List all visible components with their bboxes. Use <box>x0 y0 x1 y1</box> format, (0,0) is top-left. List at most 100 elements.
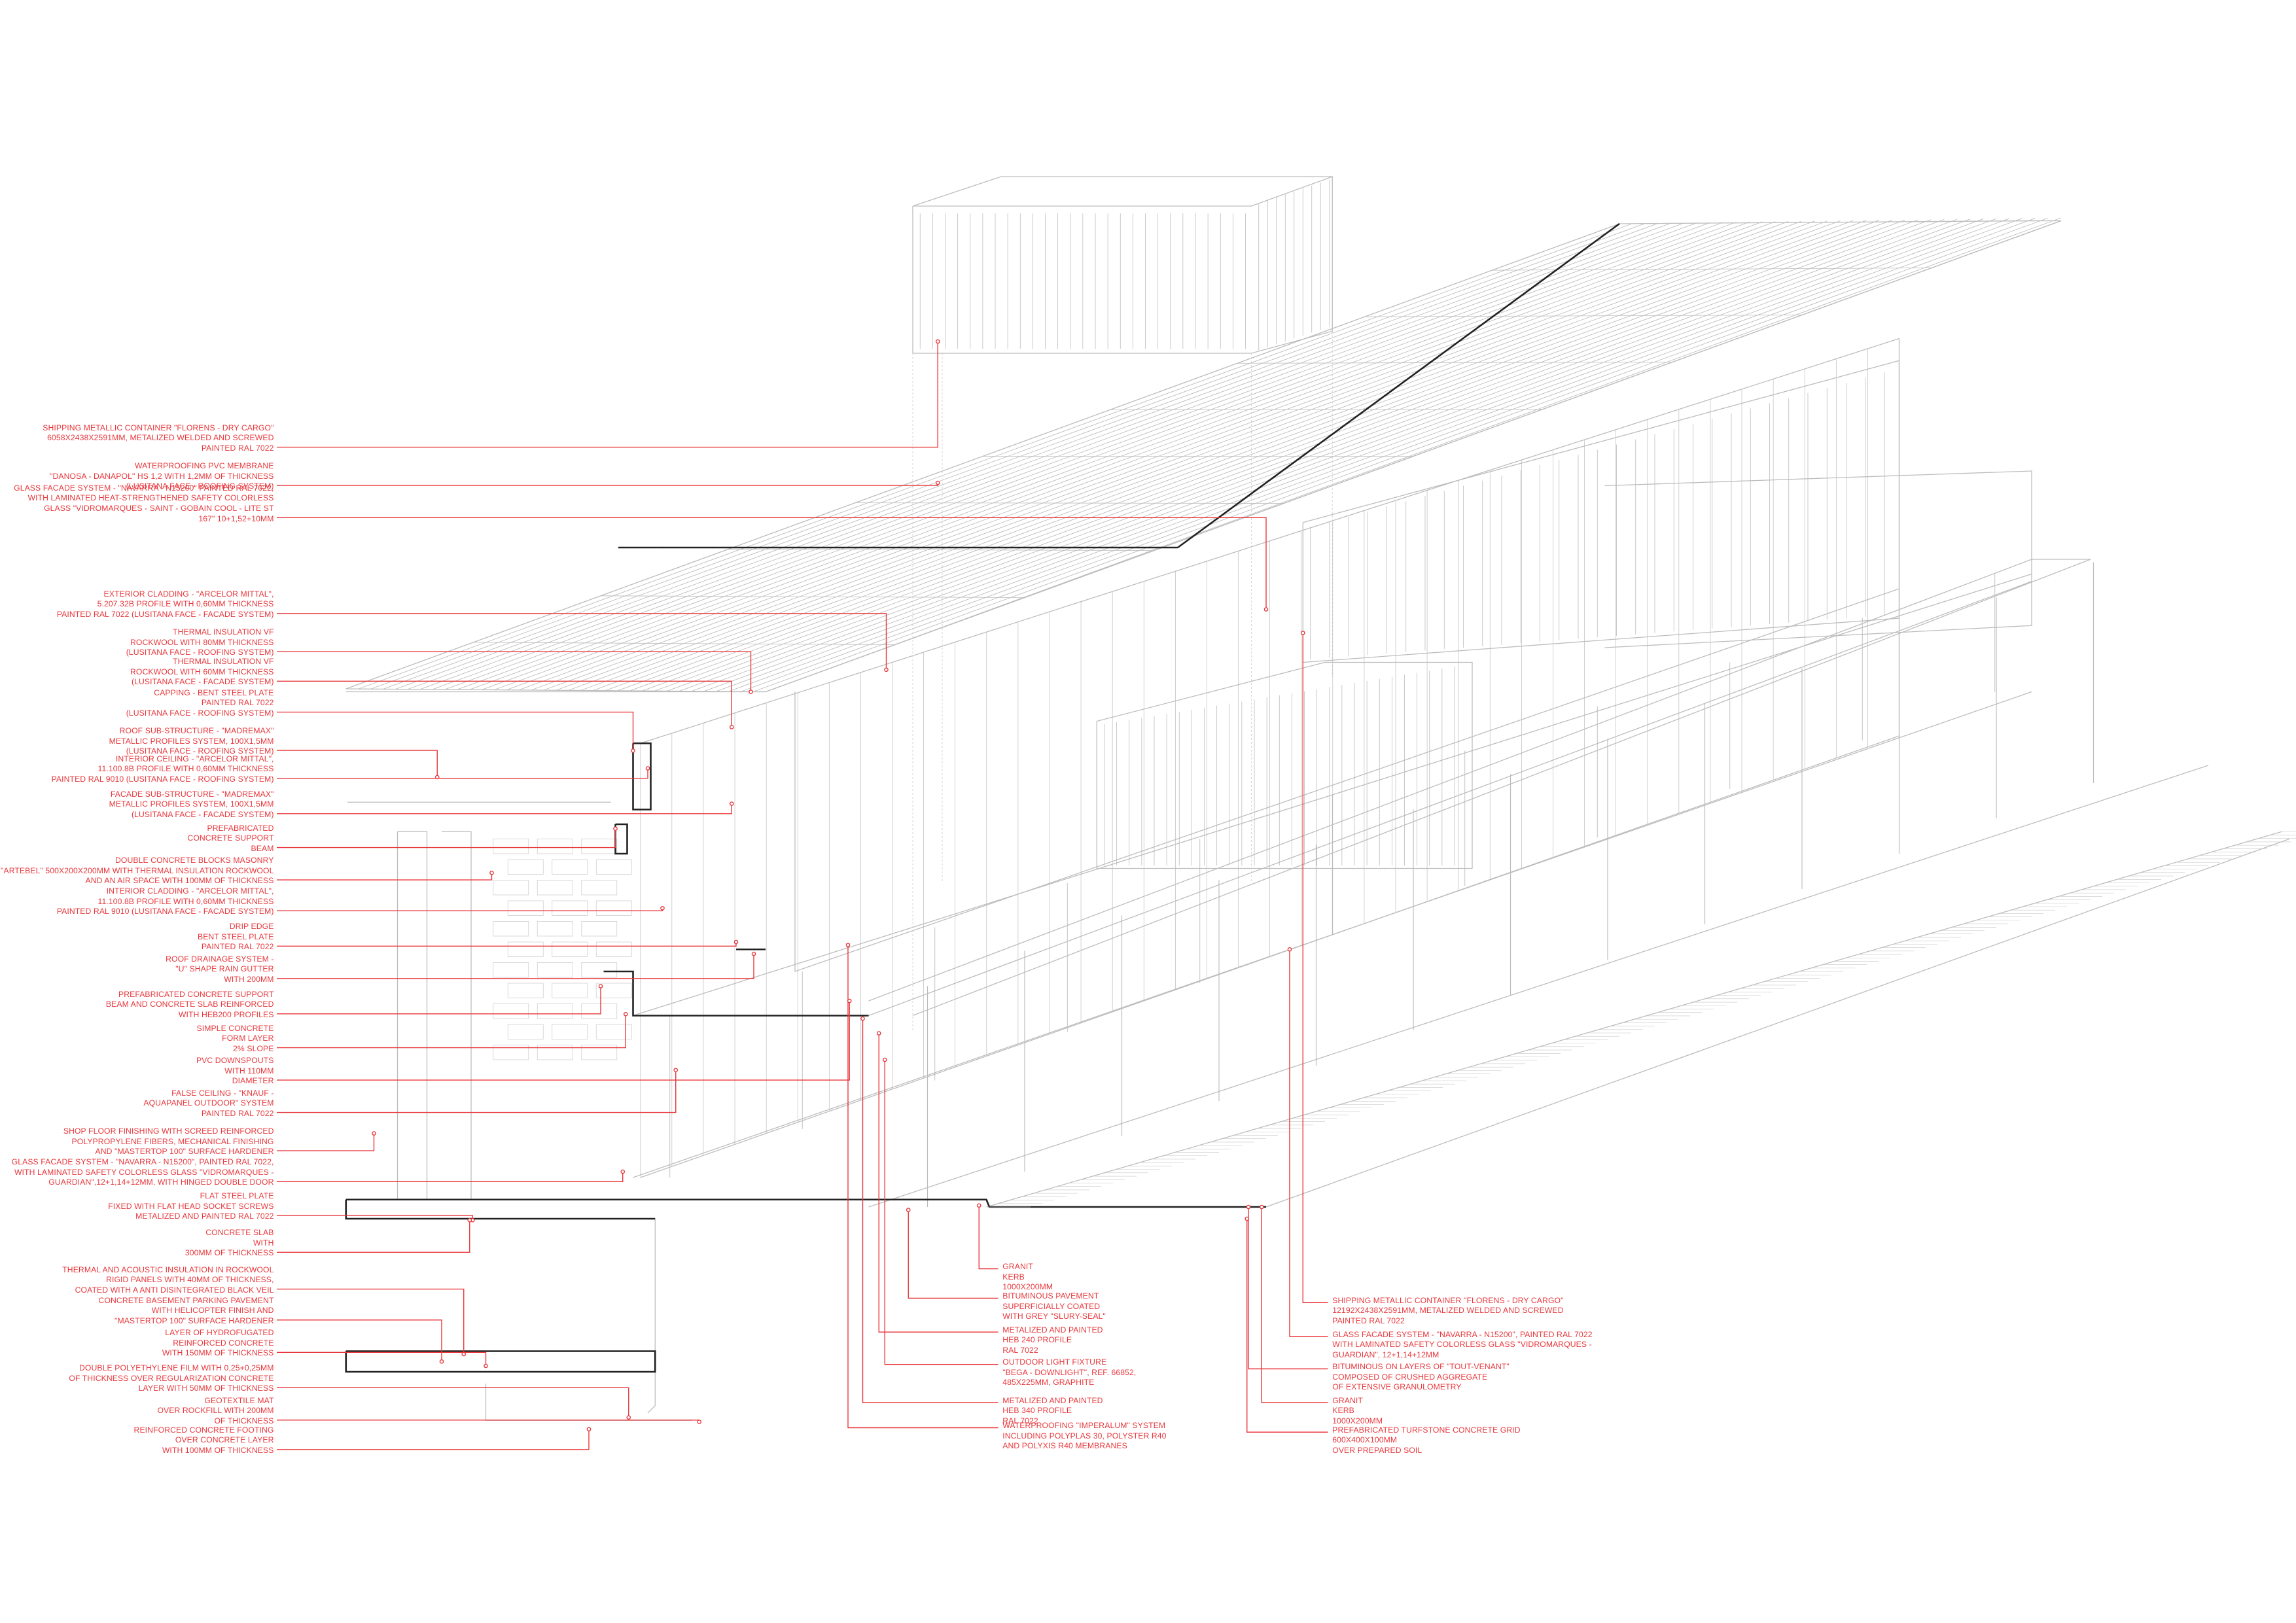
masonry-block <box>507 900 544 916</box>
leader-line <box>277 651 752 692</box>
container-lower <box>1096 661 1473 869</box>
canopy-slab-under <box>868 581 2032 1017</box>
annotation-line: KERB <box>1002 1272 1025 1282</box>
annotation-line: RAL 7022 <box>1002 1416 1038 1425</box>
annotation-line: ROCKWOOL WITH 80mm THICKNESS <box>130 637 274 647</box>
roof-rib <box>482 221 1763 690</box>
leader-line <box>277 1172 624 1183</box>
annotation-line: COMPOSED OF CRUSHED AGGREGATE <box>1332 1372 1488 1382</box>
annotation-line: WITH 200mm <box>224 974 274 984</box>
facade-top <box>345 220 2062 693</box>
roof-rib <box>518 220 1802 691</box>
roof-panel-joint <box>855 502 1284 504</box>
masonry-block <box>595 859 632 875</box>
annotation-line: PAINTED RAL 7022 <box>201 1108 274 1118</box>
mid-label-granit-kerb-1: GRANITKERB1000x200mm <box>1002 1262 1053 1293</box>
leader-line <box>277 483 938 486</box>
annotation-line: EXTERIOR CLADDING - "ARCELOR MITTAL", <box>103 589 274 599</box>
annotation-line: ROOF SUB-STRUCTURE - "MADREMAX" <box>119 726 274 735</box>
roof-panel-joint <box>1492 268 1932 271</box>
annotation-line: FACADE SUB-STRUCTURE - "MADREMAX" <box>110 789 274 799</box>
annotation-line: (LUSITANA FACE - ROOFING SYSTEM) <box>126 746 274 756</box>
masonry-block <box>493 1003 529 1019</box>
annotation-line: PAINTED RAL 7022 <box>1332 1316 1405 1325</box>
annotation-line: RIGID PANELS WITH 40mm OF THICKNESS, <box>106 1275 274 1285</box>
annotation-line: PAINTED RAL 9010 (LUSITANA FACE - FACADE… <box>56 907 274 916</box>
annotation-line: THERMAL AND ACOUSTIC INSULATION IN ROCKW… <box>62 1265 274 1274</box>
leader-dot <box>626 1415 631 1420</box>
leader-dot <box>623 1011 628 1017</box>
annotation-line: BENT STEEL PLATE <box>197 932 274 941</box>
left-label-glass-facade-shop: GLASS FACADE SYSTEM - "NAVARRA - N15200"… <box>12 1157 274 1188</box>
leader-dot <box>876 1031 881 1036</box>
leader-line <box>277 908 663 912</box>
leader-dot <box>935 480 940 485</box>
masonry-block <box>507 941 544 957</box>
left-label-double-masonry: DOUBLE CONCRETE BLOCKS MASONRY"ARTEBEL" … <box>1 856 274 886</box>
roof-rib <box>580 220 1867 691</box>
roof-panel-joint <box>600 595 1025 598</box>
masonry-block <box>507 983 544 998</box>
leader-line <box>277 1420 700 1422</box>
annotation-line: GUARDIAN",12+1,14+12mm, WITH HINGED DOUB… <box>48 1178 274 1187</box>
leader-line <box>277 1352 487 1366</box>
annotation-line: REINFORCED CONCRETE <box>173 1338 274 1348</box>
right-label-bituminous-layers: BITUMINOUS ON LAYERS OF "TOUT-VENANT"COM… <box>1332 1362 1510 1393</box>
annotation-line: BEAM <box>251 843 274 853</box>
cut-wall <box>647 1219 656 1414</box>
masonry-block <box>552 1024 588 1039</box>
annotation-line: PAINTED RAL 7022 <box>201 443 274 453</box>
annotation-line: INCLUDING POLYPLAS 30, POLYSTER R40 <box>1002 1431 1167 1440</box>
annotation-line: SIMPLE CONCRETE <box>196 1023 274 1033</box>
annotation-line: FORM LAYER <box>222 1034 274 1043</box>
leader-dot <box>434 775 440 780</box>
annotation-leader-lines <box>277 341 1328 1450</box>
annotation-line: 167" 10+1,52+10mm <box>198 514 274 523</box>
annotation-line: WATERPROOFING PVC MEMBRANE <box>134 461 274 470</box>
leader-line <box>1248 1207 1328 1370</box>
annotation-line: WITH LAMINATED SAFETY COLORLESS GLASS "V… <box>14 1167 274 1177</box>
annotation-line: DRIP EDGE <box>229 922 274 932</box>
annotation-line: CONCRETE SUPPORT <box>187 833 274 843</box>
building-linework <box>345 176 2289 1421</box>
leader-dot <box>467 1217 472 1223</box>
leader-dot <box>613 826 618 831</box>
leader-line <box>277 711 634 751</box>
leader-dot <box>845 943 851 947</box>
leader-line <box>277 1001 850 1081</box>
right-label-granit-kerb-2: GRANITKERB1000x200mm <box>1332 1396 1383 1427</box>
road-edge <box>868 765 2209 1208</box>
right-label-glass-facade-lower: GLASS FACADE SYSTEM - "NAVARRA - N15200"… <box>1332 1330 1592 1361</box>
leader-dot <box>645 766 650 771</box>
container-right-upper <box>1302 360 1900 663</box>
leader-line <box>277 954 754 979</box>
annotation-line: KERB <box>1332 1406 1354 1416</box>
annotation-line: WITH LAMINATED SAFETY COLORLESS GLASS "V… <box>1332 1340 1592 1350</box>
annotation-line: "MASTERTOP 100" SURFACE HARDENER <box>115 1316 274 1325</box>
pavement-edge-b <box>1265 838 2289 1208</box>
masonry-block <box>537 962 573 978</box>
annotation-line: WITH HEB200 PROFILES <box>178 1009 274 1019</box>
annotation-line: METALIZED AND PAINTED <box>1002 1325 1103 1335</box>
left-label-roof-sub-structure: ROOF SUB-STRUCTURE - "MADREMAX"METALLIC … <box>109 726 274 757</box>
leader-dot <box>660 905 665 911</box>
left-label-shipping-container-20: SHIPPING METALLIC CONTAINER "FLORENS - D… <box>43 423 274 454</box>
masonry-block <box>552 859 588 875</box>
cut-column-b <box>442 831 472 1200</box>
annotation-line: OVER ROCKFILL WITH 200mm <box>157 1406 274 1416</box>
leader-dot <box>697 1420 702 1424</box>
annotation-line: 2% SLOPE <box>233 1043 274 1053</box>
leader-line <box>1261 1207 1328 1403</box>
roof-rib <box>432 222 1711 690</box>
cut-basement-slab <box>345 1350 656 1373</box>
annotation-line: GRANIT <box>1332 1395 1363 1405</box>
roof-rib <box>666 218 1958 691</box>
leader-line <box>277 1288 465 1354</box>
